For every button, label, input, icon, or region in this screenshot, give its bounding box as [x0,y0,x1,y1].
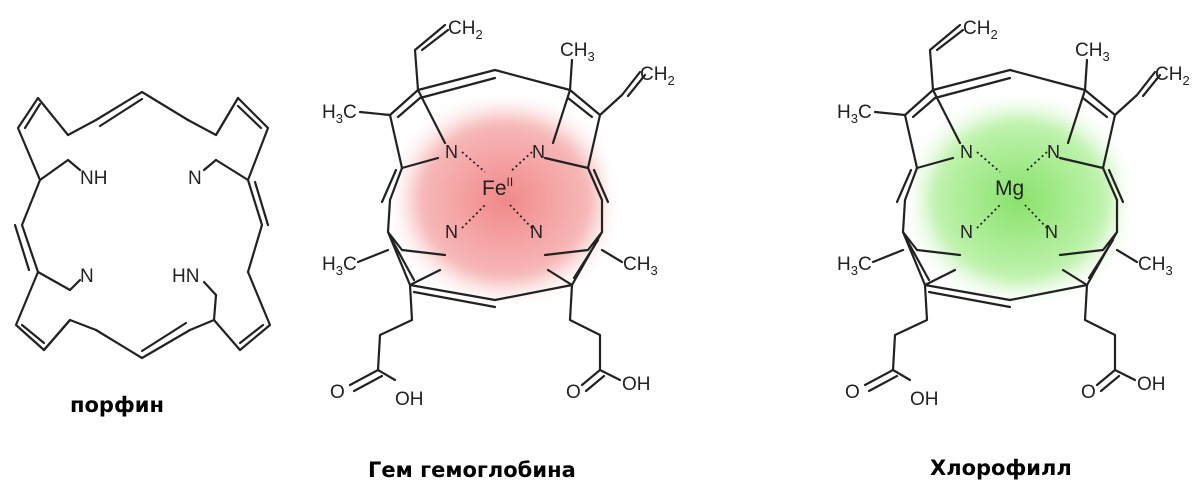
heme-methyl-right-bottom-label: CH3 [623,254,658,278]
heme-vinyl2-label: CH2 [640,64,675,88]
chlorophyll-o1-label: O [845,382,860,403]
heme-n4-label: N [530,222,543,242]
chlorophyll-n4-label: N [1045,222,1058,242]
porphin-n-top-label: N [188,168,202,189]
porphin-hn-bottom-label: HN [172,266,199,287]
heme-oh1-label: OH [395,389,424,410]
heme-glow [395,100,615,300]
chlorophyll-oh2-label: OH [1137,374,1166,395]
chlorophyll-caption: Хлорофилл [930,456,1072,480]
chlorophyll-oh1-label: OH [910,389,939,410]
heme-o2-label: O [566,382,581,403]
chlorophyll-methyl-left-bottom-label: H3C [837,254,872,278]
chlorophyll-o2-label: O [1081,382,1096,403]
heme-o1-label: O [330,382,345,403]
chlorophyll-vinyl1-label: CH2 [963,18,998,42]
chlorophyll-metal-label: Mg [995,177,1024,200]
chlorophyll-glow [910,100,1130,300]
heme-methyl-top-label: CH3 [560,40,595,64]
chlorophyll-methyl-top-label: CH3 [1075,40,1110,64]
heme-structure: N N N N FeII CH2 CH3 CH2 H3C H3C CH3 O O… [322,18,675,410]
heme-bonds [348,23,647,393]
heme-methyl-left-bottom-label: H3C [322,254,357,278]
porphin-structure: NH N N HN [13,90,272,360]
chlorophyll-bonds [863,23,1162,393]
heme-methyl-left-top-label: H3C [322,102,357,126]
chlorophyll-n2-label: N [1047,142,1060,162]
heme-n3-label: N [445,222,458,242]
heme-n2-label: N [532,142,545,162]
chlorophyll-structure: N N N N Mg CH2 CH3 CH2 H3C H3C CH3 O OH … [837,18,1190,410]
chlorophyll-methyl-right-bottom-label: CH3 [1138,254,1173,278]
heme-metal-label: FeII [482,175,513,200]
heme-oh2-label: OH [622,374,651,395]
chlorophyll-n1-label: N [960,142,973,162]
porphin-caption: порфин [70,393,165,417]
heme-n1-label: N [445,142,458,162]
heme-caption: Гем гемоглобина [368,458,576,482]
chlorophyll-vinyl2-label: CH2 [1155,64,1190,88]
chlorophyll-coordination-bonds [976,151,1048,229]
chlorophyll-n3-label: N [960,222,973,242]
heme-coordination-bonds [461,151,533,229]
chlorophyll-methyl-left-top-label: H3C [837,102,872,126]
porphin-bonds [13,90,272,360]
heme-vinyl1-label: CH2 [448,18,483,42]
porphin-n-bottom-label: N [80,266,94,287]
porphin-nh-top-label: NH [80,168,107,189]
